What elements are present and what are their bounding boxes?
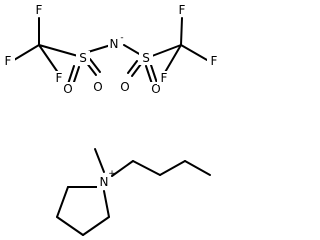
bond-left-c-f-left: [13, 44, 40, 61]
atom-label-o-right-down: O: [151, 82, 160, 96]
atom-label-f-right-top: F: [179, 3, 186, 17]
bond-ring-right-n: [103, 190, 110, 218]
bond-ring-bottom-right: [82, 216, 110, 236]
label-bg-s-left: [76, 51, 90, 65]
bond-right-s-o-left-b: [131, 63, 142, 77]
bond-pentyl-2: [132, 160, 161, 176]
bond-left-s-o-right-b: [89, 58, 101, 73]
bond-left-s-o-down-a: [67, 65, 75, 85]
label-bg-o-left-down: [61, 82, 75, 96]
atom-label-s-left: S: [79, 51, 87, 65]
label-bg-f-left-bottom: [52, 71, 66, 85]
bond-left-s-n: [87, 44, 112, 53]
atom-label-n-anion: N: [110, 37, 119, 51]
label-bg-n-anion: [108, 37, 122, 51]
label-bg-f-left-left: [1, 54, 15, 68]
label-bg-s-right: [139, 51, 153, 65]
bond-ring-left-bottom-left: [56, 186, 69, 218]
molecule-drawing: F F F S O O N - S O O F F F N +: [1, 3, 221, 236]
cation-charge: +: [108, 169, 116, 179]
label-bg-n-cation: [97, 175, 111, 189]
bond-ring-bottom-left-bottom: [56, 216, 84, 236]
atom-label-o-left-right: O: [93, 80, 102, 94]
atom-label-n-cation: N: [100, 175, 109, 189]
bond-right-s-o-down-a: [145, 65, 153, 85]
label-bg-o-right-down: [149, 82, 163, 96]
bond-cation-methyl: [94, 148, 105, 173]
label-bg-o-right-left: [118, 80, 132, 94]
bond-pentyl-3: [159, 160, 186, 176]
atom-label-s-right: S: [142, 51, 150, 65]
atom-label-f-right-right: F: [211, 54, 218, 68]
label-bg-f-right-bottom: [157, 71, 171, 85]
bond-right-s-c: [151, 44, 182, 57]
bond-pentyl-1: [111, 160, 134, 177]
bond-right-s-o-down-b: [150, 64, 158, 84]
bond-left-c-f-bottom: [38, 44, 60, 75]
label-bg-f-right-right: [207, 54, 221, 68]
atom-label-f-left-top: F: [36, 3, 43, 17]
label-bg-o-left-right: [91, 80, 105, 94]
atom-label-f-left-bottom: F: [56, 71, 63, 85]
bond-left-c-s: [38, 44, 79, 57]
atom-label-o-right-left: O: [120, 80, 129, 94]
bond-right-c-f-top: [180, 17, 183, 46]
label-bg-f-right-top: [175, 3, 189, 17]
chemical-structure-canvas: F F F S O O N - S O O F F F N +: [1, 3, 221, 236]
bond-right-s-o-left-a: [127, 60, 138, 74]
bond-right-c-f-right: [180, 44, 208, 61]
bond-right-n-s: [123, 44, 142, 56]
label-bg-f-left-top: [32, 3, 46, 17]
bond-pentyl-4: [184, 160, 211, 176]
bond-right-c-f-bottom: [163, 44, 182, 75]
atom-label-o-left-down: O: [63, 82, 72, 96]
atom-label-f-left-left: F: [5, 54, 12, 68]
atom-label-f-right-bottom: F: [161, 71, 168, 85]
anion-charge: -: [120, 33, 123, 43]
